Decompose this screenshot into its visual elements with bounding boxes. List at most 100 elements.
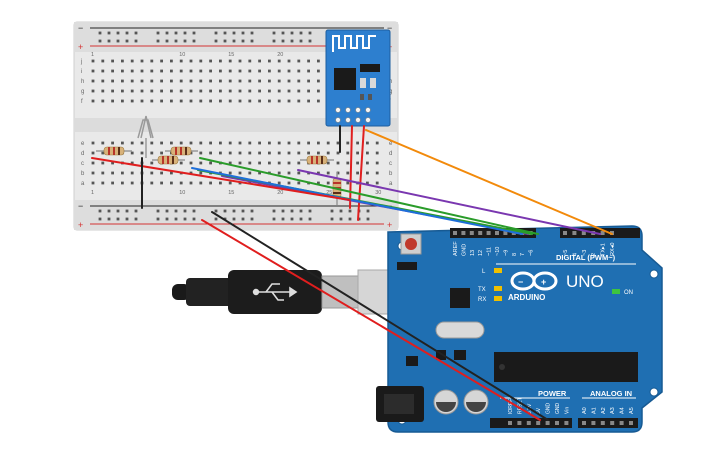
breadboard-hole bbox=[238, 59, 242, 63]
rail-hole bbox=[156, 217, 160, 221]
breadboard-hole bbox=[130, 89, 134, 93]
arduino-logo-text: ARDUINO bbox=[508, 293, 545, 302]
reset-button[interactable] bbox=[400, 233, 422, 255]
breadboard-hole bbox=[375, 171, 379, 175]
breadboard-hole bbox=[346, 141, 350, 145]
breadboard-hole bbox=[170, 59, 173, 63]
breadboard-hole bbox=[209, 69, 212, 73]
rail-hole bbox=[98, 217, 102, 221]
breadboard-hole bbox=[238, 89, 242, 93]
breadboard-hole bbox=[91, 89, 95, 93]
column-number: 10 bbox=[179, 52, 185, 58]
digital-pin-label: ~6 bbox=[529, 250, 535, 256]
rgb-led bbox=[137, 115, 154, 158]
breadboard-hole bbox=[238, 99, 242, 103]
breadboard-hole bbox=[160, 89, 163, 93]
wire-black-gnd bbox=[211, 211, 549, 421]
resistor-4 bbox=[300, 155, 334, 165]
breadboard-hole bbox=[189, 79, 193, 83]
power-pin-label: GND bbox=[546, 403, 552, 415]
rail-hole bbox=[98, 31, 102, 35]
breadboard-hole bbox=[228, 69, 232, 73]
usb-symbol-icon bbox=[252, 283, 298, 301]
digital-pin-label: 2 bbox=[591, 253, 597, 256]
header-hole bbox=[503, 231, 508, 235]
breadboard-hole bbox=[268, 59, 271, 63]
wire-green-1 bbox=[199, 157, 539, 235]
breadboard-hole bbox=[356, 151, 359, 155]
rail-hole bbox=[183, 31, 187, 35]
header-hole bbox=[453, 231, 457, 235]
breadboard-hole bbox=[130, 59, 134, 63]
rail-hole bbox=[116, 217, 120, 221]
power-pin-label: GND bbox=[555, 403, 561, 415]
breadboard-hole bbox=[258, 69, 261, 73]
rail-hole bbox=[116, 39, 120, 43]
breadboard-hole bbox=[170, 89, 173, 93]
breadboard-hole bbox=[277, 171, 281, 175]
row-letter: c bbox=[81, 161, 84, 167]
rail-hole bbox=[348, 217, 352, 221]
breadboard-hole bbox=[317, 171, 320, 175]
rail-hole bbox=[156, 209, 160, 213]
breadboard-hole bbox=[101, 69, 105, 73]
breadboard-hole bbox=[307, 89, 310, 93]
breadboard-hole bbox=[150, 141, 154, 145]
breadboard-hole bbox=[238, 79, 242, 83]
breadboard-hole bbox=[209, 89, 212, 93]
breadboard-hole bbox=[91, 69, 95, 73]
header-hole bbox=[517, 421, 522, 425]
breadboard-hole bbox=[189, 89, 193, 93]
breadboard-hole bbox=[375, 181, 379, 185]
breadboard-hole bbox=[297, 171, 301, 175]
breadboard-hole bbox=[140, 69, 144, 73]
breadboard-hole bbox=[101, 171, 105, 175]
row-letter: b bbox=[389, 171, 393, 177]
breadboard-hole bbox=[130, 161, 134, 165]
breadboard-hole bbox=[317, 59, 320, 63]
on-led-label: ON bbox=[624, 290, 633, 296]
breadboard-hole bbox=[248, 141, 252, 145]
breadboard-hole bbox=[326, 171, 330, 175]
breadboard-hole bbox=[130, 171, 134, 175]
breadboard-hole bbox=[170, 171, 173, 175]
breadboard-hole bbox=[248, 151, 252, 155]
breadboard-hole bbox=[346, 181, 350, 185]
breadboard-hole bbox=[199, 141, 203, 145]
rail-hole bbox=[165, 39, 169, 43]
header-hole bbox=[508, 421, 512, 425]
rail-plus-bottom-left: + bbox=[78, 220, 83, 230]
breadboard-hole bbox=[336, 171, 340, 175]
breadboard-hole bbox=[336, 151, 340, 155]
row-letter: j bbox=[80, 59, 82, 65]
rail-hole bbox=[98, 39, 102, 43]
breadboard-hole bbox=[140, 141, 144, 145]
breadboard-hole bbox=[317, 151, 320, 155]
header-hole bbox=[526, 421, 531, 425]
rail-hole bbox=[281, 209, 285, 213]
rail-hole bbox=[339, 209, 343, 213]
breadboard-hole bbox=[189, 99, 193, 103]
breadboard-hole bbox=[209, 141, 212, 145]
breadboard-hole bbox=[179, 69, 183, 73]
breadboard-hole bbox=[238, 171, 242, 175]
breadboard-hole bbox=[179, 141, 183, 145]
breadboard-hole bbox=[258, 151, 261, 155]
header-hole bbox=[600, 231, 605, 235]
breadboard-hole bbox=[219, 99, 222, 103]
wire-blue bbox=[191, 167, 523, 235]
breadboard-hole bbox=[170, 141, 173, 145]
digital-pin-label: 12 bbox=[478, 250, 484, 256]
breadboard-hole bbox=[199, 69, 203, 73]
breadboard-hole bbox=[150, 59, 154, 63]
rail-hole bbox=[330, 217, 334, 221]
breadboard-hole bbox=[150, 181, 154, 185]
breadboard-hole bbox=[209, 161, 212, 165]
breadboard-hole bbox=[268, 69, 271, 73]
digital-pin-label: ~3 bbox=[582, 250, 588, 256]
rail-hole bbox=[134, 31, 138, 35]
breadboard-hole bbox=[356, 161, 359, 165]
rail-hole bbox=[116, 209, 120, 213]
resistor-3 bbox=[152, 155, 185, 165]
